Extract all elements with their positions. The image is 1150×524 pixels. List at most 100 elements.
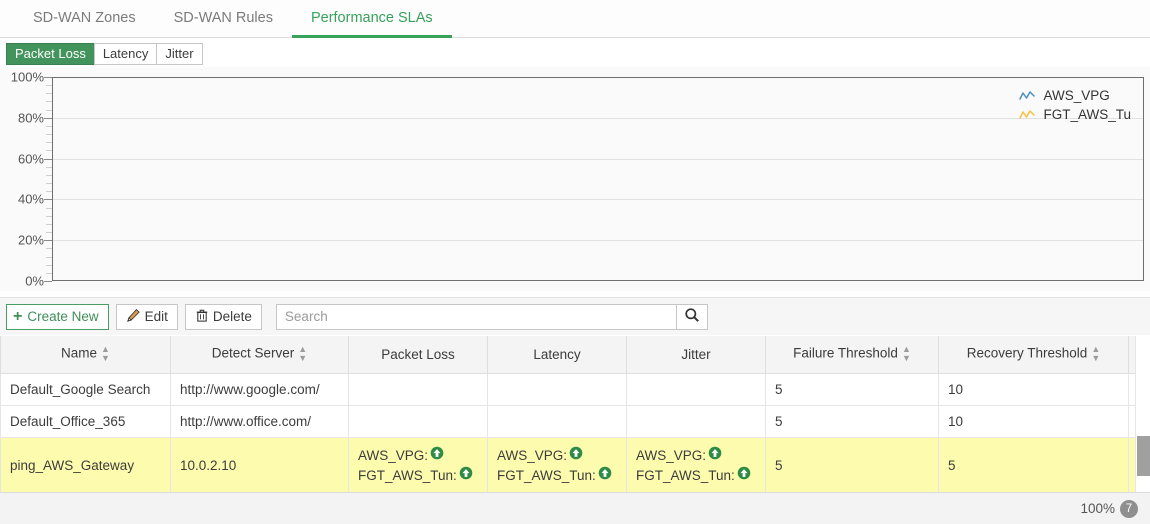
chart-gridline <box>53 158 1143 160</box>
y-axis-minor-tick <box>46 85 52 87</box>
search-icon <box>684 307 700 326</box>
search-group <box>275 303 708 330</box>
search-button[interactable] <box>675 303 708 330</box>
edit-button[interactable]: Edit <box>115 303 178 330</box>
row-recovery-threshold: 10 <box>938 372 1129 406</box>
column-header-failure-threshold[interactable]: Failure Threshold▲▼ <box>765 336 939 374</box>
legend-item[interactable]: FGT_AWS_Tu <box>1019 107 1131 122</box>
column-header-label: Packet Loss <box>381 346 455 362</box>
line-series-icon <box>1019 90 1036 102</box>
row-name: ping_AWS_Gateway <box>0 436 171 492</box>
tab-performance-slas[interactable]: Performance SLAs <box>291 0 452 38</box>
row-detect-server: http://www.office.com/ <box>170 404 349 438</box>
y-axis-minor-tick <box>46 207 52 209</box>
chart-legend: AWS_VPG FGT_AWS_Tu <box>1019 88 1131 122</box>
y-axis-minor-tick <box>46 248 52 250</box>
sla-member-status: AWS_VPG: <box>636 446 756 466</box>
tab-sd-wan-zones[interactable]: SD-WAN Zones <box>14 0 155 38</box>
y-axis-minor-tick <box>46 264 52 266</box>
y-axis-minor-tick <box>46 93 52 95</box>
tab-label: Performance SLAs <box>310 9 433 26</box>
y-axis-minor-tick <box>46 174 52 176</box>
row-latency: AWS_VPG: FGT_AWS_Tun: <box>487 436 627 492</box>
y-axis-tick-label: 80% <box>17 110 44 126</box>
y-axis-minor-tick <box>46 272 52 274</box>
column-header-latency[interactable]: Latency <box>487 336 627 374</box>
legend-label: FGT_AWS_Tu <box>1043 107 1131 122</box>
column-header-jitter[interactable]: Jitter <box>626 336 766 374</box>
y-axis-major-tick <box>44 281 52 282</box>
chart-gridline <box>53 117 1143 119</box>
y-axis-minor-tick <box>46 183 52 185</box>
sort-arrows-icon[interactable]: ▲▼ <box>901 344 911 364</box>
sla-member-label: AWS_VPG: <box>358 447 429 463</box>
sort-arrows-icon[interactable]: ▲▼ <box>1091 344 1101 364</box>
row-packet-loss <box>348 372 488 406</box>
y-axis-major-tick <box>44 77 52 78</box>
row-latency <box>487 372 627 406</box>
metric-tab-packet-loss[interactable]: Packet Loss <box>6 43 94 65</box>
y-axis-minor-tick <box>46 142 52 144</box>
column-header-detect-server[interactable]: Detect Server▲▼ <box>170 336 349 374</box>
column-header-recovery-threshold[interactable]: Recovery Threshold▲▼ <box>938 336 1129 374</box>
y-axis-tick-label: 60% <box>17 151 44 167</box>
y-axis-minor-tick <box>46 150 52 152</box>
table-toolbar: + Create New Edit <box>0 297 1150 335</box>
column-header-packet-loss[interactable]: Packet Loss <box>348 336 488 374</box>
search-input[interactable] <box>275 303 676 330</box>
legend-item[interactable]: AWS_VPG <box>1019 88 1131 103</box>
tab-label: SD-WAN Rules <box>173 9 273 26</box>
chart-y-axis: 0%20%40%60%80%100% <box>0 67 52 291</box>
row-recovery-threshold: 10 <box>938 404 1129 438</box>
row-recovery-threshold: 5 <box>938 436 1129 492</box>
column-header-name[interactable]: Name▲▼ <box>0 336 171 374</box>
sla-member-label: FGT_AWS_Tun: <box>636 467 735 483</box>
row-detect-server: http://www.google.com/ <box>170 372 349 406</box>
row-jitter: AWS_VPG:FGT_AWS_Tun: <box>626 436 766 492</box>
sort-arrows-icon[interactable]: ▲▼ <box>298 344 308 364</box>
sla-member-label: AWS_VPG: <box>497 447 568 463</box>
y-axis-tick-label: 0% <box>25 273 44 289</box>
line-series-icon <box>1019 109 1036 121</box>
y-axis-minor-tick <box>46 109 52 111</box>
row-name: Default_Google Search <box>0 372 171 406</box>
y-axis-tick-label: 100% <box>10 69 44 85</box>
column-header-label: Failure Threshold <box>793 345 898 361</box>
chart-gridline <box>53 240 1143 242</box>
create-new-button[interactable]: + Create New <box>6 303 109 330</box>
scrollbar-thumb[interactable] <box>1137 436 1150 476</box>
row-failure-threshold: 5 <box>765 372 939 406</box>
sort-arrows-icon[interactable]: ▲▼ <box>101 344 110 364</box>
plus-icon: + <box>13 307 23 325</box>
edit-label: Edit <box>144 309 168 324</box>
column-header-label: Name <box>61 345 98 361</box>
chart-gridline <box>53 199 1143 201</box>
delete-button[interactable]: Delete <box>184 303 262 330</box>
y-axis-minor-tick <box>46 134 52 136</box>
sla-member-status: FGT_AWS_Tun: <box>497 466 617 486</box>
sla-member-label: FGT_AWS_Tun: <box>358 467 457 483</box>
row-latency <box>487 404 627 438</box>
y-axis-minor-tick <box>46 166 52 168</box>
row-failure-threshold: 5 <box>765 436 939 492</box>
chart-gridline <box>53 77 1143 78</box>
row-name: Default_Office_365 <box>0 404 171 438</box>
y-axis-tick-label: 40% <box>17 191 44 207</box>
metric-tab-latency[interactable]: Latency <box>93 43 157 65</box>
metric-tab-jitter[interactable]: Jitter <box>156 43 203 65</box>
tab-sd-wan-rules[interactable]: SD-WAN Rules <box>155 0 292 38</box>
column-header-label: Recovery Threshold <box>966 345 1088 361</box>
table-vertical-scrollbar[interactable] <box>1135 336 1150 492</box>
sla-member-label: FGT_AWS_Tun: <box>497 467 596 483</box>
row-packet-loss: AWS_VPG: FGT_AWS_Tun: <box>348 436 488 492</box>
row-detect-server: 10.0.2.10 <box>170 436 349 492</box>
status-up-arrow-icon <box>708 446 722 466</box>
status-up-arrow-icon <box>737 466 751 486</box>
